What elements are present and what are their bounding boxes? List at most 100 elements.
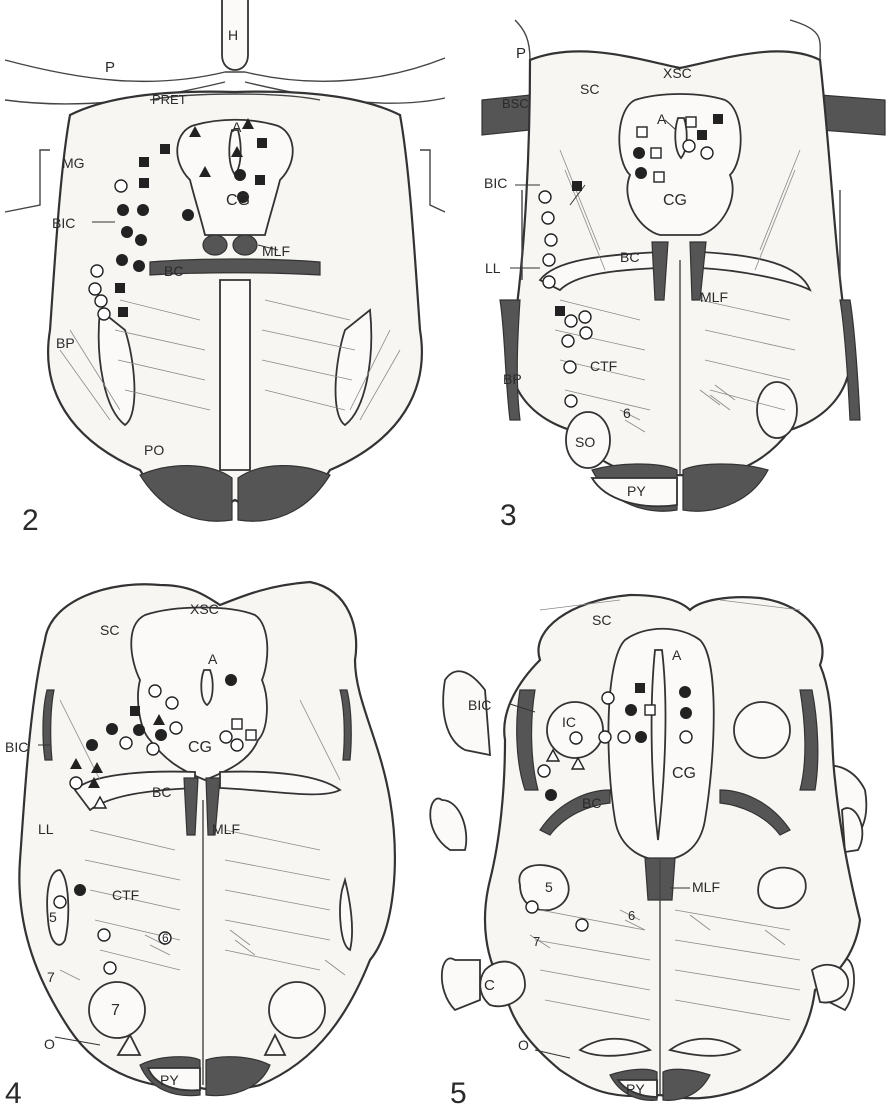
- label-h: H: [228, 27, 238, 43]
- open-circle-marker: [680, 731, 692, 743]
- filled-circle-marker: [135, 234, 147, 246]
- filled-square-marker: [257, 138, 267, 148]
- filled-circle-marker: [121, 226, 133, 238]
- filled-circle-marker: [74, 884, 86, 896]
- panel-3: P BSC SC XSC A BIC CG LL BC MLF BP CTF 6…: [482, 20, 885, 532]
- label-a: A: [657, 111, 667, 127]
- label-sc: SC: [592, 612, 611, 628]
- open-circle-marker: [220, 731, 232, 743]
- open-square-marker: [232, 719, 242, 729]
- open-square-marker: [645, 705, 655, 715]
- label-7: 7: [533, 934, 540, 949]
- label-6: 6: [623, 405, 631, 421]
- label-sc: SC: [580, 81, 599, 97]
- open-circle-marker: [580, 327, 592, 339]
- label-pret: PRET: [152, 92, 187, 107]
- open-circle-marker: [231, 739, 243, 751]
- open-circle-marker: [170, 722, 182, 734]
- filled-circle-marker: [133, 260, 145, 272]
- open-square-marker: [686, 117, 696, 127]
- filled-square-marker: [139, 157, 149, 167]
- label-p: P: [516, 45, 526, 62]
- filled-circle-marker: [182, 209, 194, 221]
- open-circle-marker: [147, 743, 159, 755]
- filled-circle-marker: [545, 789, 557, 801]
- open-circle-marker: [602, 692, 614, 704]
- label-bsc: BSC: [502, 96, 529, 111]
- filled-circle-marker: [680, 707, 692, 719]
- open-circle-marker: [599, 731, 611, 743]
- open-circle-marker: [562, 335, 574, 347]
- label-bp: BP: [503, 371, 522, 387]
- label-mlf: MLF: [700, 289, 728, 305]
- label-cg: CG: [663, 192, 687, 209]
- figure-number-5: 5: [450, 1077, 467, 1109]
- filled-square-marker: [555, 306, 565, 316]
- label-so: SO: [575, 434, 595, 450]
- open-circle-marker: [543, 276, 555, 288]
- open-circle-marker: [95, 295, 107, 307]
- filled-square-marker: [255, 175, 265, 185]
- open-square-marker: [637, 127, 647, 137]
- label-xsc: XSC: [663, 65, 692, 81]
- filled-circle-marker: [106, 723, 118, 735]
- open-circle-marker: [545, 234, 557, 246]
- label-bp: BP: [56, 335, 75, 351]
- open-circle-marker: [70, 777, 82, 789]
- figure-number-2: 2: [22, 504, 39, 537]
- label-py: PY: [626, 1081, 645, 1097]
- open-circle-marker: [565, 315, 577, 327]
- filled-circle-marker: [86, 739, 98, 751]
- label-mlf: MLF: [212, 821, 240, 837]
- filled-circle-marker: [633, 147, 645, 159]
- filled-circle-marker: [625, 704, 637, 716]
- label-ic: IC: [562, 714, 576, 730]
- open-circle-marker: [54, 896, 66, 908]
- open-circle-marker: [576, 919, 588, 931]
- label-a: A: [232, 119, 242, 135]
- filled-circle-marker: [155, 729, 167, 741]
- filled-square-marker: [118, 307, 128, 317]
- filled-circle-marker: [679, 686, 691, 698]
- label-po: PO: [144, 442, 164, 458]
- label-6: 6: [162, 931, 169, 945]
- open-circle-marker: [564, 361, 576, 373]
- label-ctf: CTF: [590, 358, 617, 374]
- label-ctf: CTF: [112, 887, 139, 903]
- open-circle-marker: [701, 147, 713, 159]
- label-bic: BIC: [484, 175, 507, 191]
- open-circle-marker: [570, 732, 582, 744]
- label-bic: BIC: [5, 739, 28, 755]
- label-c: C: [484, 977, 495, 994]
- label-o: O: [518, 1037, 529, 1053]
- filled-square-marker: [115, 283, 125, 293]
- label-mg: MG: [62, 155, 85, 171]
- filled-square-marker: [713, 114, 723, 124]
- open-circle-marker: [539, 191, 551, 203]
- filled-circle-marker: [635, 167, 647, 179]
- filled-circle-marker: [137, 204, 149, 216]
- label-5: 5: [49, 909, 57, 925]
- label-a: A: [208, 651, 218, 667]
- label-7a: 7: [47, 969, 55, 985]
- panel-2: H P PRET MG A BIC CG MLF BC BP PO 2: [5, 0, 445, 537]
- open-circle-marker: [120, 737, 132, 749]
- label-bc: BC: [152, 784, 171, 800]
- label-ll: LL: [485, 260, 501, 276]
- open-circle-marker: [579, 311, 591, 323]
- filled-square-marker: [160, 144, 170, 154]
- label-cg: CG: [672, 765, 696, 782]
- filled-square-marker: [635, 683, 645, 693]
- filled-circle-marker: [635, 731, 647, 743]
- label-bc: BC: [164, 263, 183, 279]
- open-circle-marker: [89, 283, 101, 295]
- open-circle-marker: [115, 180, 127, 192]
- label-sc: SC: [100, 622, 119, 638]
- open-square-marker: [654, 172, 664, 182]
- label-py: PY: [160, 1072, 179, 1088]
- label-bic: BIC: [52, 215, 75, 231]
- label-cg: CG: [188, 739, 212, 756]
- filled-circle-marker: [225, 674, 237, 686]
- panel-5: SC A BIC IC CG BC 5 MLF 6 7 C O PY 5: [430, 595, 866, 1109]
